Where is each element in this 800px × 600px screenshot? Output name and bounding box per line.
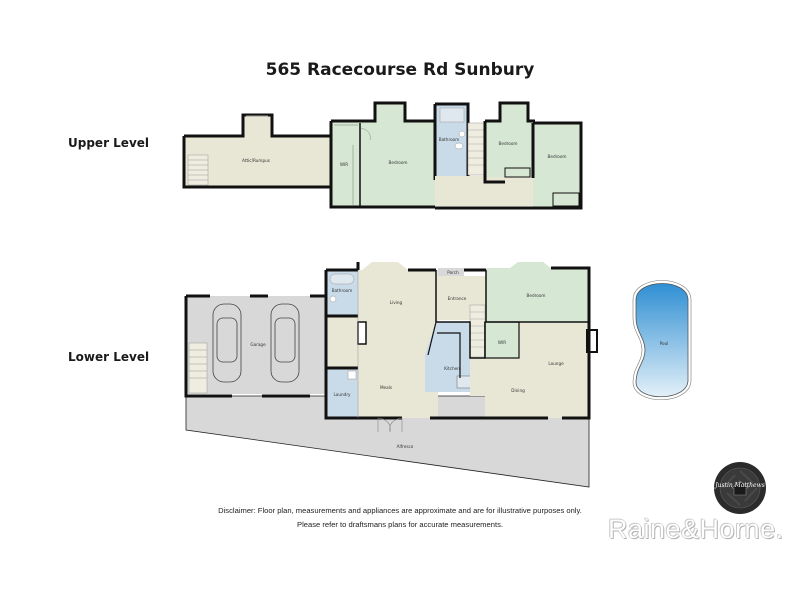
label-garage: Garage (250, 342, 266, 347)
brand-watermark: Raine&Horne. (608, 514, 784, 544)
disclaimer-line-1: Disclaimer: Floor plan, measurements and… (218, 506, 582, 515)
lower-level-label: Lower Level (68, 350, 150, 364)
room-upper-bedroom-3 (435, 121, 583, 210)
label-porch: Porch (447, 270, 459, 275)
upper-stairs (467, 122, 486, 176)
room-kitchen (425, 321, 474, 392)
label-entrance: Entrance (448, 296, 467, 301)
room-lower-bedroom (486, 262, 589, 322)
upper-level-label: Upper Level (68, 136, 150, 150)
photographer-logo-icon: Justin Matthews (713, 462, 766, 514)
upper-level-plan: Attic/Rumpus WIR Bedroom Bathroom Bedroo… (182, 101, 583, 210)
label-lower-bathroom: Bathroom (332, 288, 353, 293)
label-laundry: Laundry (333, 392, 351, 397)
label-attic: Attic/Rumpus (242, 158, 270, 163)
pool: Pool (632, 280, 692, 400)
room-attic-rumpus (182, 113, 332, 189)
label-upper-wir: WIR (340, 162, 348, 167)
lower-stairs (469, 304, 486, 358)
label-lower-wir: WIR (498, 340, 506, 345)
label-lounge: Lounge (548, 361, 564, 366)
room-garage (184, 294, 326, 398)
label-upper-bathroom: Bathroom (439, 137, 460, 142)
room-living-meals (357, 262, 438, 418)
room-upper-bedroom-2 (483, 101, 535, 184)
label-upper-bedroom2: Bedroom (499, 141, 518, 146)
label-kitchen: Kitchen (444, 366, 460, 371)
label-upper-bedroom1: Bedroom (389, 160, 408, 165)
room-upper-bathroom (433, 102, 470, 180)
label-meals: Meals (380, 385, 392, 390)
label-alfresco: Alfresco (397, 444, 414, 449)
lower-level-plan: Garage Bathroom Laundry Living Meals Por… (184, 262, 598, 488)
logo-text: Justin Matthews (713, 482, 765, 489)
room-upper-bedroom-main (329, 101, 435, 209)
label-dining: Dining (511, 388, 525, 393)
room-lower-bathroom (326, 270, 358, 316)
label-living: Living (390, 300, 403, 305)
label-upper-bedroom3: Bedroom (548, 154, 567, 159)
label-lower-bedroom: Bedroom (527, 293, 546, 298)
room-laundry (326, 368, 358, 418)
disclaimer-line-2: Please refer to draftsmans plans for acc… (297, 520, 503, 529)
page-title: 565 Racecourse Rd Sunbury (265, 60, 535, 80)
area-porch (438, 268, 464, 276)
label-pool: Pool (660, 341, 669, 346)
